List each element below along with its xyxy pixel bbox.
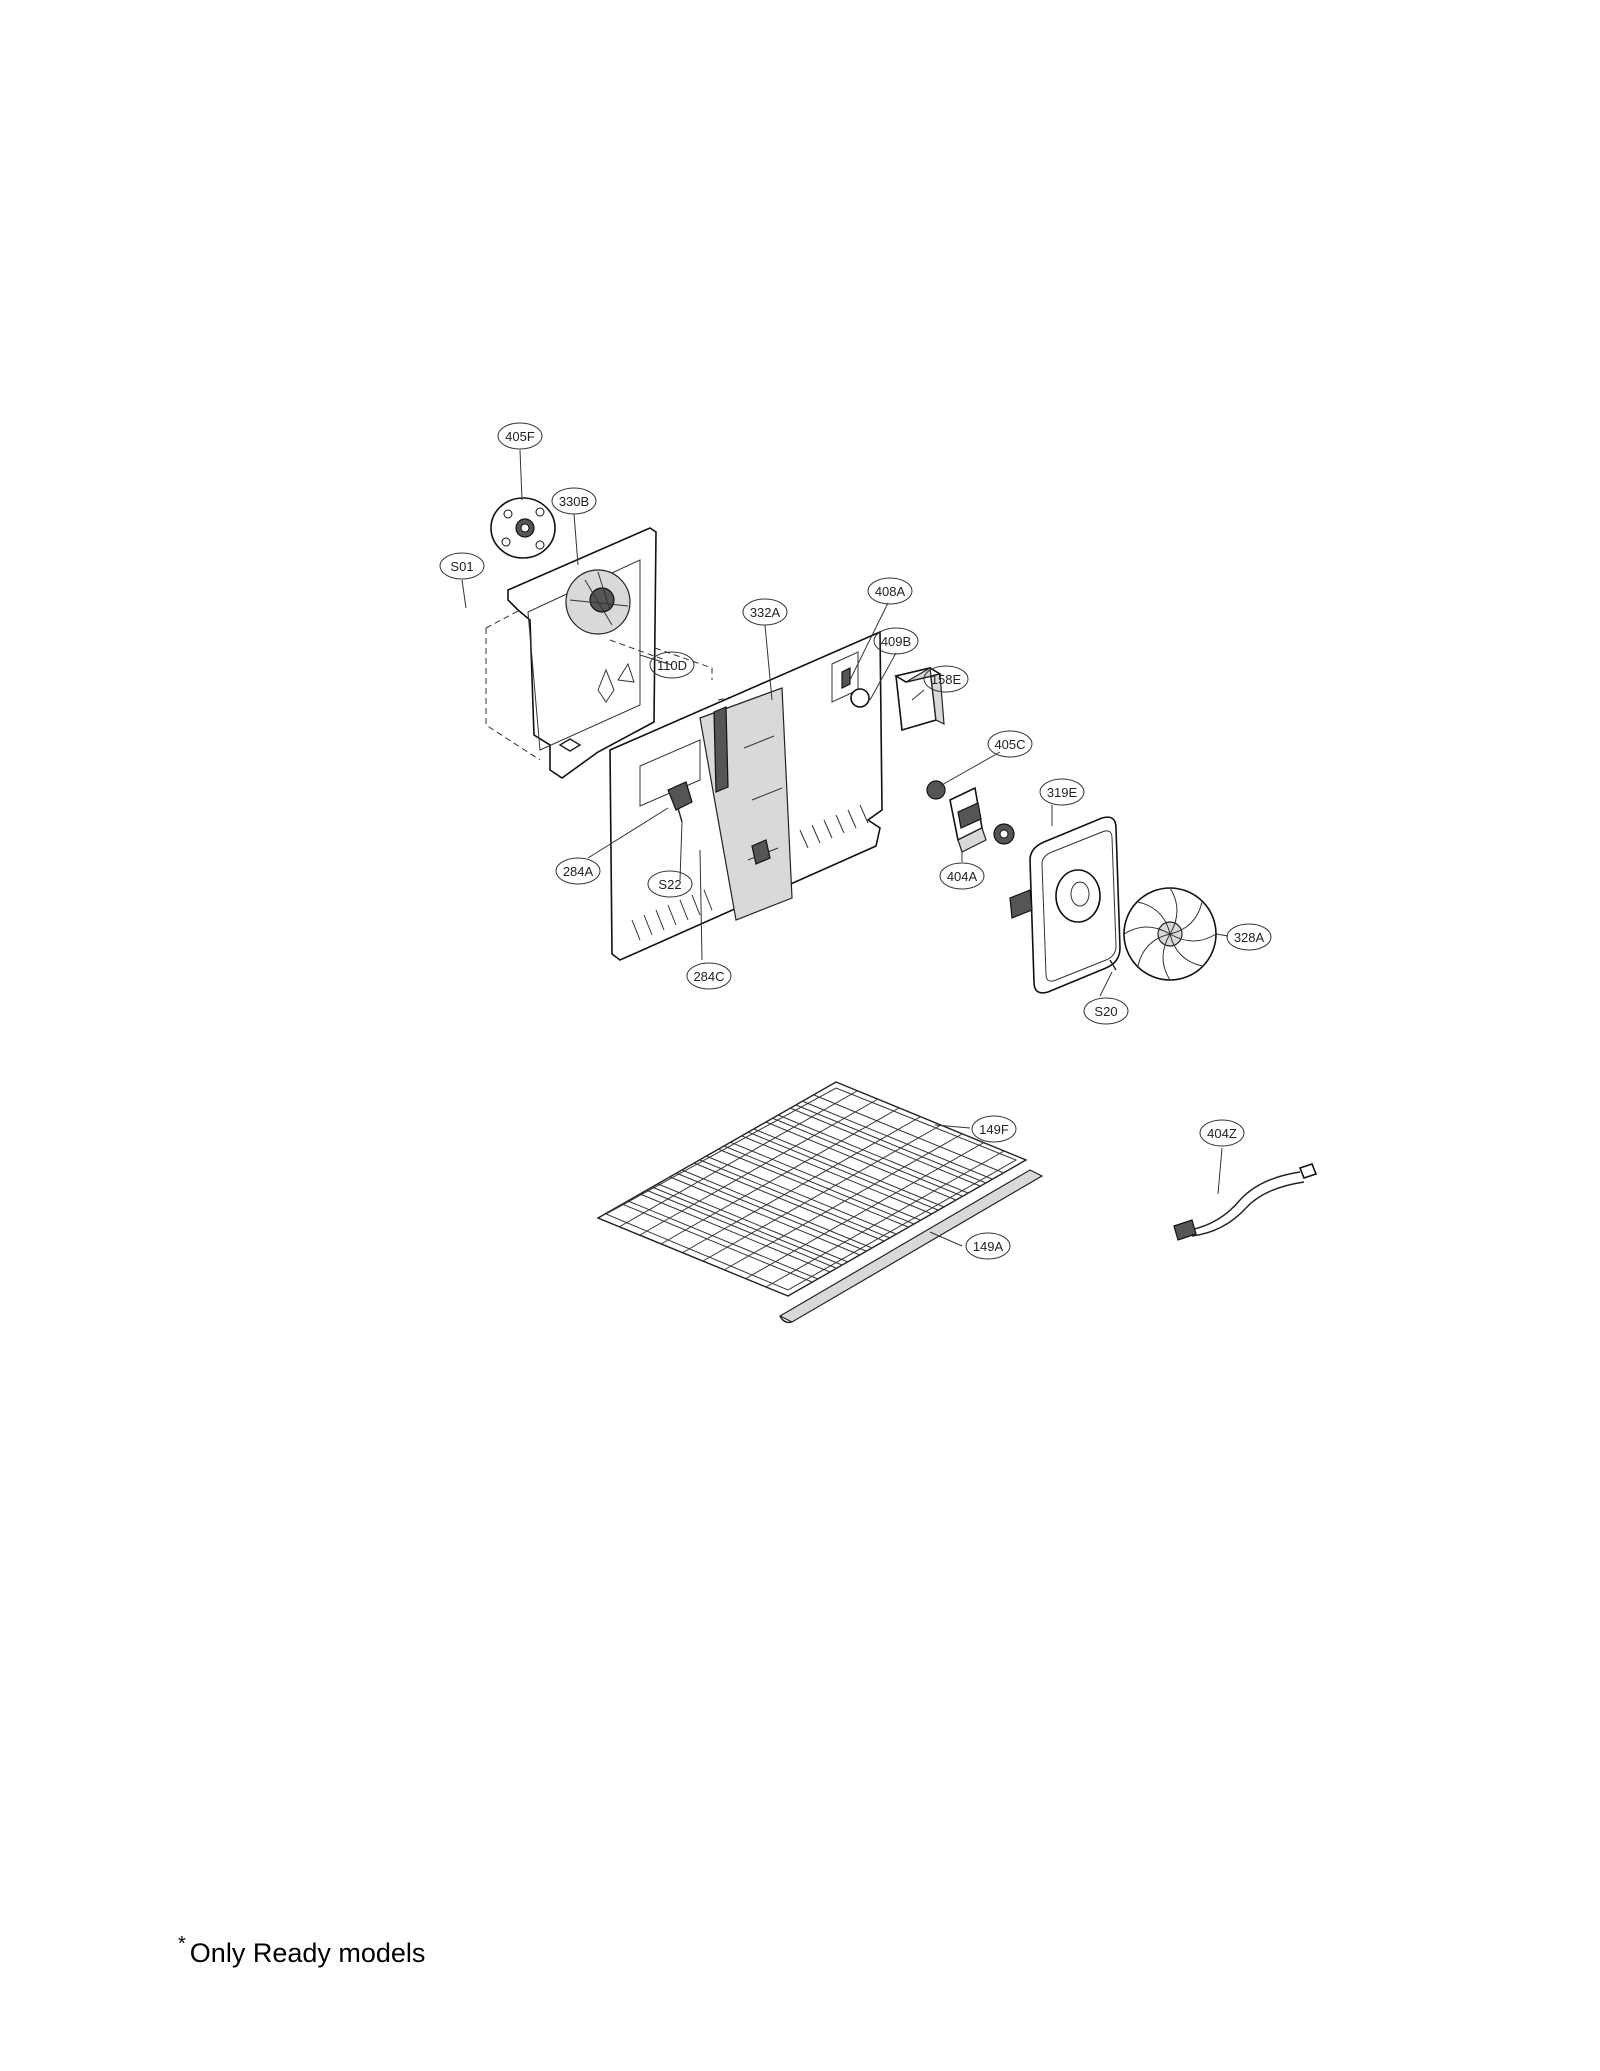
part-404a-fan-motor — [926, 780, 1015, 853]
callout-404z: 404Z — [1199, 1119, 1245, 1147]
callout-332a: 332A — [742, 598, 788, 626]
footnote: *Only Ready models — [178, 1933, 426, 1969]
callout-328a: 328A — [1226, 923, 1272, 951]
svg-text:404Z: 404Z — [1207, 1126, 1237, 1141]
part-149a-shelf-trim — [778, 1169, 1044, 1324]
svg-text:405C: 405C — [994, 737, 1025, 752]
svg-text:S22: S22 — [658, 877, 681, 892]
callout-405f: 405F — [497, 422, 543, 450]
svg-text:158E: 158E — [931, 672, 962, 687]
leader-lines — [461, 449, 1229, 1247]
callout-110d: 110D — [649, 651, 695, 679]
svg-text:409B: 409B — [881, 634, 911, 649]
callout-405c: 405C — [987, 730, 1033, 758]
part-284a-bracket — [667, 781, 693, 811]
callout-158e: 158E — [923, 665, 969, 693]
callout-149a: 149A — [965, 1232, 1011, 1260]
callout-404a: 404A — [939, 862, 985, 890]
part-s22-screw — [677, 807, 683, 823]
part-404z-wire-harness — [1173, 1163, 1318, 1241]
footnote-marker: * — [178, 1933, 186, 1955]
callout-408a: 408A — [867, 577, 913, 605]
svg-text:149F: 149F — [979, 1122, 1009, 1137]
callout-s22: S22 — [647, 870, 693, 898]
svg-text:110D: 110D — [657, 658, 687, 673]
footnote-text: Only Ready models — [189, 1938, 426, 1968]
svg-text:332A: 332A — [750, 605, 781, 620]
part-319e-fan-housing — [1009, 816, 1121, 994]
svg-text:284C: 284C — [693, 969, 724, 984]
svg-text:328A: 328A — [1234, 930, 1265, 945]
svg-text:408A: 408A — [875, 584, 906, 599]
part-328a-fan-blade — [1123, 887, 1217, 981]
part-149f-wire-shelf — [596, 1081, 1028, 1297]
svg-text:S01: S01 — [450, 559, 473, 574]
callout-s01: S01 — [439, 552, 485, 580]
callout-409b: 409B — [873, 627, 919, 655]
part-158e-cap — [893, 667, 945, 732]
svg-text:S20: S20 — [1094, 1004, 1117, 1019]
svg-text:405F: 405F — [505, 429, 535, 444]
svg-text:330B: 330B — [559, 494, 589, 509]
svg-text:404A: 404A — [947, 869, 978, 884]
callout-330b: 330B — [551, 487, 597, 515]
svg-text:149A: 149A — [973, 1239, 1004, 1254]
callout-284c: 284C — [686, 962, 732, 990]
part-405f-fan-cover — [490, 497, 556, 559]
callout-319e: 319E — [1039, 778, 1085, 806]
svg-text:284A: 284A — [563, 864, 594, 879]
part-332a-main-panel — [609, 630, 883, 961]
callout-149f: 149F — [971, 1115, 1017, 1143]
part-330b-fan-shroud — [507, 527, 657, 779]
callout-284a: 284A — [555, 857, 601, 885]
callout-s20: S20 — [1083, 997, 1129, 1025]
part-s20-screw — [1109, 959, 1117, 971]
svg-text:319E: 319E — [1047, 785, 1078, 800]
